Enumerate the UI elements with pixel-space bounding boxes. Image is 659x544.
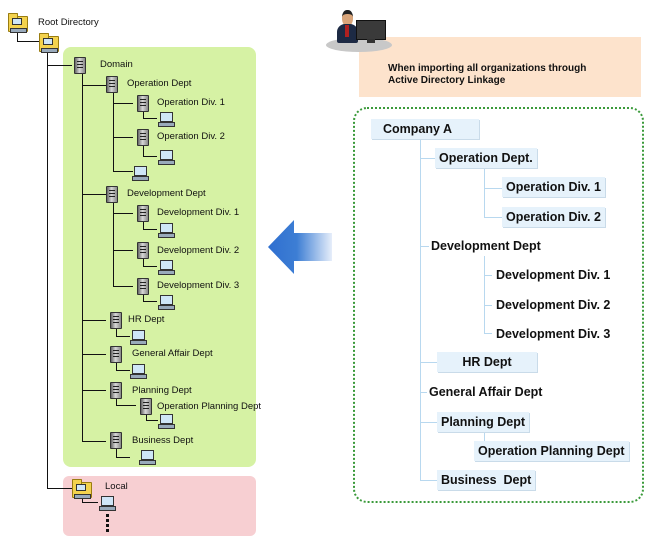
- org-development-div-2: Development Div. 2: [496, 298, 611, 312]
- org-development-div-3: Development Div. 3: [496, 327, 611, 341]
- org-operation-dept: Operation Dept.: [435, 148, 537, 168]
- left-development-dept: Development Dept: [127, 188, 206, 199]
- company-tree-panel: [353, 107, 644, 503]
- org-planning-dept: Planning Dept: [437, 412, 530, 432]
- org-company-a: Company A: [371, 119, 479, 139]
- left-planning-dept: Planning Dept: [132, 385, 192, 396]
- left-development-div-3: Development Div. 3: [157, 280, 240, 291]
- left-business-dept: Business Dept: [132, 435, 194, 446]
- left-operation-div-2: Operation Div. 2: [157, 131, 225, 142]
- folder-icon: [8, 13, 28, 33]
- computer-icon: [158, 150, 175, 165]
- caption-line-2: Active Directory Linkage: [388, 75, 506, 86]
- server-icon: [137, 129, 149, 146]
- left-operation-dept: Operation Dept: [127, 78, 192, 89]
- org-development-dept: Development Dept: [431, 239, 541, 253]
- left-domain: Domain: [100, 59, 133, 70]
- server-icon: [106, 186, 118, 203]
- computer-icon: [158, 223, 175, 238]
- computer-icon: [130, 364, 147, 379]
- server-icon: [137, 242, 149, 259]
- server-icon: [110, 312, 122, 329]
- folder-icon: [72, 479, 92, 499]
- left-general-affair-dept: General Affair Dept: [132, 348, 213, 359]
- org-hr-dept: HR Dept: [437, 352, 537, 372]
- org-development-div-1: Development Div. 1: [496, 268, 611, 282]
- left-operation-planning-dept: Operation Planning Dept: [157, 401, 262, 412]
- computer-icon: [158, 295, 175, 310]
- folder-icon: [39, 33, 59, 53]
- left-operation-div-1: Operation Div. 1: [157, 97, 225, 108]
- computer-icon: [130, 330, 147, 345]
- server-icon: [110, 432, 122, 449]
- computer-icon: [158, 414, 175, 429]
- server-icon: [137, 278, 149, 295]
- server-icon: [137, 205, 149, 222]
- org-business-dept: Business Dept: [437, 470, 536, 490]
- computer-icon: [132, 166, 149, 181]
- server-icon: [110, 382, 122, 399]
- more-items-ellipsis: [106, 514, 109, 517]
- computer-icon: [158, 260, 175, 275]
- caption-line-1: When importing all organizations through: [388, 63, 587, 74]
- left-arrow-icon: [268, 220, 332, 274]
- left-root-directory: Root Directory: [38, 17, 99, 28]
- org-general-affair-dept: General Affair Dept: [429, 385, 543, 399]
- org-operation-div-2: Operation Div. 2: [502, 207, 605, 227]
- server-icon: [140, 398, 152, 415]
- org-operation-div-1: Operation Div. 1: [502, 177, 605, 197]
- computer-icon: [139, 450, 156, 465]
- domain-panel: [63, 47, 256, 467]
- server-icon: [110, 346, 122, 363]
- left-hr-dept: HR Dept: [128, 314, 165, 325]
- person-at-computer-icon: [326, 8, 396, 54]
- server-icon: [74, 57, 86, 74]
- caption-panel: [359, 37, 641, 97]
- left-local: Local: [105, 481, 128, 492]
- left-development-div-2: Development Div. 2: [157, 245, 240, 256]
- computer-icon: [158, 112, 175, 127]
- computer-icon: [99, 496, 116, 511]
- local-panel: [63, 476, 256, 536]
- left-development-div-1: Development Div. 1: [157, 207, 240, 218]
- server-icon: [137, 95, 149, 112]
- org-operation-planning-dept: Operation Planning Dept: [474, 441, 629, 461]
- server-icon: [106, 76, 118, 93]
